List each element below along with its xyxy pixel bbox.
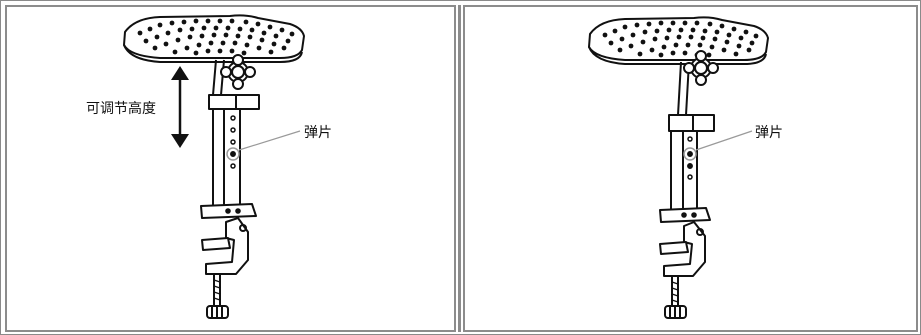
knob-left bbox=[220, 54, 256, 90]
clamp-right bbox=[663, 221, 706, 277]
panel-divider bbox=[458, 5, 461, 332]
spring-clip-label-right: 弹片 bbox=[755, 125, 783, 141]
callout-left bbox=[226, 130, 301, 161]
adjust-height-label: 可调节高度 bbox=[86, 101, 156, 117]
tray-left bbox=[123, 14, 305, 63]
spring-clip-label-left: 弹片 bbox=[304, 125, 332, 141]
collar-right bbox=[668, 114, 715, 132]
clamp-left bbox=[205, 217, 249, 275]
collar-left bbox=[208, 94, 260, 110]
callout-right bbox=[683, 130, 753, 161]
knob-right bbox=[683, 50, 719, 86]
neck-left bbox=[212, 59, 225, 96]
speaker-stand-right bbox=[588, 16, 769, 319]
tube-holes-right bbox=[687, 136, 693, 180]
tube-holes-left bbox=[230, 115, 236, 169]
height-arrow bbox=[171, 66, 189, 148]
speaker-stand-left bbox=[123, 14, 305, 319]
tray-right bbox=[588, 16, 769, 65]
tray-holes-right bbox=[602, 20, 759, 58]
tray-holes-left bbox=[137, 18, 295, 56]
